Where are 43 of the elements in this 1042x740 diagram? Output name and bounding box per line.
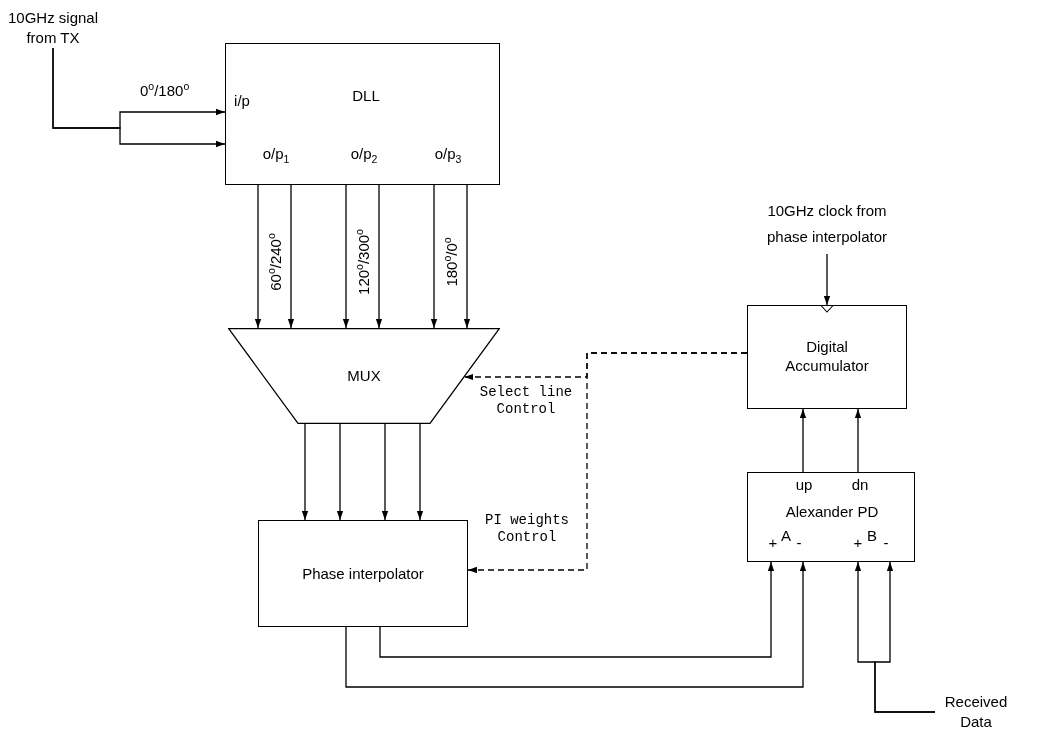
port-label: A bbox=[781, 527, 791, 545]
accumulator-block bbox=[747, 305, 907, 409]
arrow bbox=[823, 253, 831, 306]
arrow bbox=[799, 408, 807, 473]
edge-label: 0$^{o}$/180$^{o}$ bbox=[140, 80, 190, 100]
dashed-arrow bbox=[467, 352, 748, 574]
arrow bbox=[254, 184, 262, 329]
block-title: Alexander PD bbox=[785, 503, 879, 521]
arrow bbox=[430, 184, 438, 329]
arrow bbox=[342, 184, 350, 329]
arrow bbox=[854, 408, 862, 473]
port-label: o/p$_{1}$ bbox=[262, 144, 290, 166]
arrow bbox=[381, 423, 389, 521]
polarity-sign: + bbox=[768, 534, 778, 552]
block-title: Digital Accumulator bbox=[784, 338, 870, 376]
signal-source-label: 10GHz signal from TX bbox=[6, 8, 100, 48]
arrow bbox=[375, 184, 383, 329]
port-label: up bbox=[795, 476, 813, 494]
block-title: Phase interpolator bbox=[302, 564, 424, 583]
polarity-sign: - bbox=[796, 534, 802, 552]
arrow bbox=[287, 184, 295, 329]
port-label: B bbox=[867, 527, 877, 545]
arrow bbox=[379, 561, 775, 658]
arrow bbox=[336, 423, 344, 521]
dll-block bbox=[225, 43, 500, 185]
phase-detector-block bbox=[747, 472, 915, 562]
phase-interpolator-block bbox=[258, 520, 468, 627]
port-label: o/p$_{2}$ bbox=[350, 144, 378, 166]
arrow bbox=[416, 423, 424, 521]
arrow bbox=[874, 561, 936, 713]
arrow bbox=[301, 423, 309, 521]
arrow bbox=[463, 184, 471, 329]
port-label: dn bbox=[851, 476, 869, 494]
arrow bbox=[345, 561, 807, 688]
data-source-label: Received Data bbox=[935, 692, 1017, 734]
arrow bbox=[52, 47, 226, 148]
polarity-sign: - bbox=[883, 534, 889, 552]
block-title: DLL bbox=[352, 87, 380, 105]
polarity-sign: + bbox=[853, 534, 863, 552]
port-label: o/p$_{3}$ bbox=[434, 144, 462, 166]
clock-source-label: 10GHz clock from phase interpolator bbox=[752, 198, 902, 254]
block-title: MUX bbox=[347, 366, 381, 386]
port-label: i/p bbox=[234, 92, 250, 110]
